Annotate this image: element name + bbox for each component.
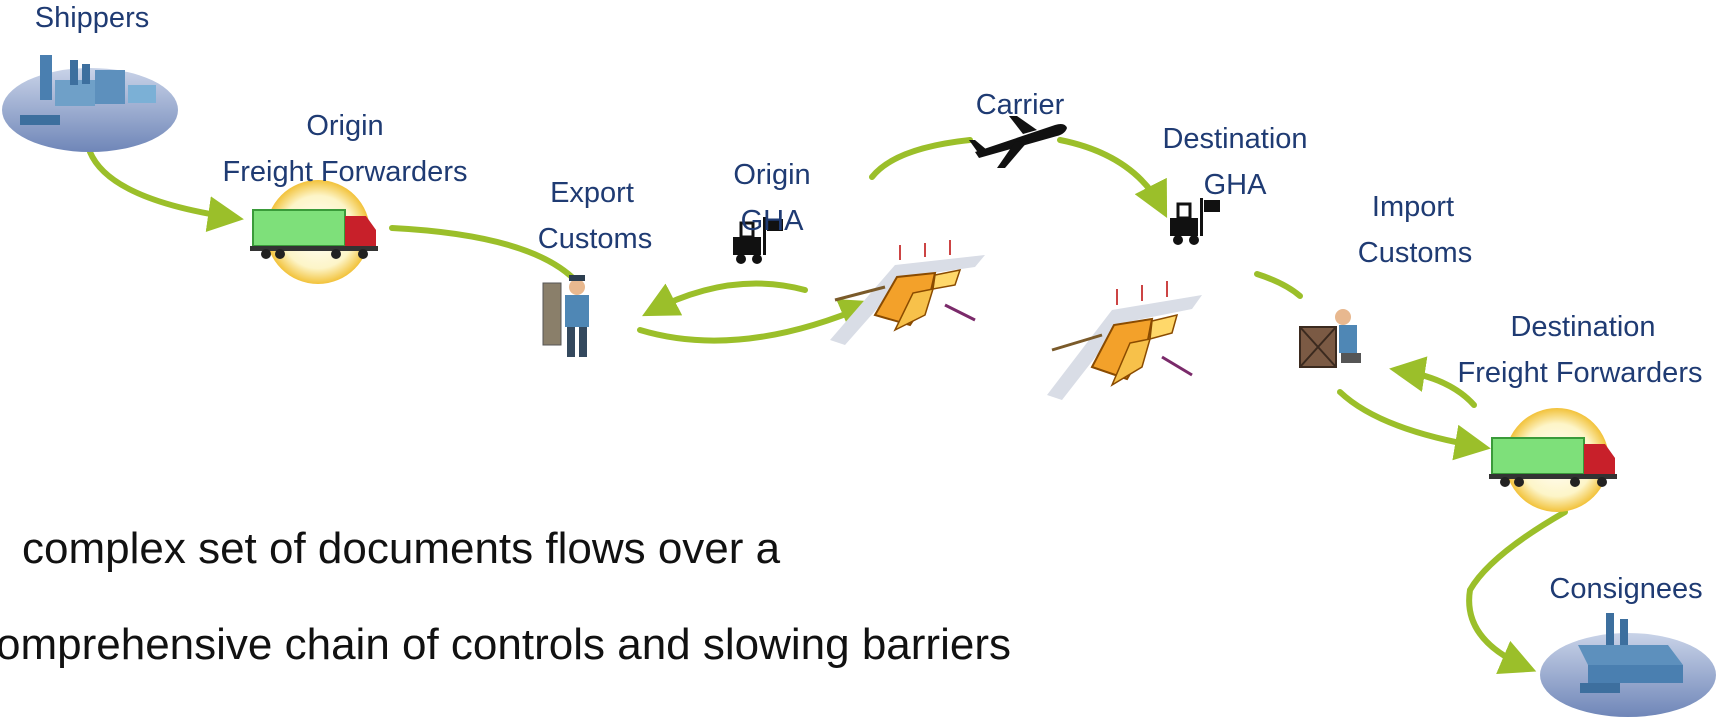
arrow-origin-ff-to-export-customs xyxy=(389,225,578,283)
destination-gha-label-line2: GHA xyxy=(1204,169,1268,201)
consignees-factory-icon xyxy=(1540,613,1716,717)
import-customs-label-line2: Customs xyxy=(1358,237,1472,269)
export-customs-label-line1: Export xyxy=(550,177,634,209)
arrow-import-customs-to-destination-ff xyxy=(1337,389,1491,461)
forklift-icon xyxy=(733,217,783,264)
arrow-shippers-to-origin-ff xyxy=(87,149,244,232)
arrow-origin-gha-to-carrier xyxy=(869,137,973,180)
truck-icon-destination xyxy=(1489,408,1617,512)
arrow-destination-ff-to-consignees xyxy=(1466,509,1568,675)
arrow-carrier-to-destination-gha xyxy=(1057,137,1168,219)
origin-ff-label-line2: Freight Forwarders xyxy=(223,156,468,188)
customs-inspector-icon xyxy=(1299,309,1361,368)
forklift-icon-destination xyxy=(1170,198,1220,245)
consignees-label: Consignees xyxy=(1549,573,1702,605)
shippers-label: Shippers xyxy=(35,2,149,34)
arrow-destination-gha-to-import-customs xyxy=(1254,271,1303,299)
caption-line2: omprehensive chain of controls and slowi… xyxy=(0,620,1011,669)
arrow-origin-gha-to-export-customs xyxy=(642,280,808,317)
truck-icon xyxy=(250,180,378,284)
customs-officer-icon xyxy=(542,275,589,357)
import-customs-label-line1: Import xyxy=(1372,191,1454,223)
flow-arrows xyxy=(87,137,1568,675)
destination-ff-label-line2: Freight Forwarders xyxy=(1458,357,1703,389)
factory-icon xyxy=(2,55,178,152)
caption-line1: complex set of documents flows over a xyxy=(22,524,781,573)
airport-terminal-icon xyxy=(830,240,985,345)
origin-ff-label-line1: Origin xyxy=(306,110,383,142)
arrow-export-customs-to-origin-gha xyxy=(637,299,877,344)
carrier-label: Carrier xyxy=(976,89,1065,121)
destination-ff-label-line1: Destination xyxy=(1510,311,1655,343)
destination-gha-label-line1: Destination xyxy=(1162,123,1307,155)
airplane-icon xyxy=(969,116,1067,168)
origin-gha-label-line2: GHA xyxy=(741,205,805,237)
airport-terminal-icon-destination xyxy=(1047,281,1202,400)
arrow-destination-ff-to-import-customs xyxy=(1389,356,1477,408)
export-customs-label-line2: Customs xyxy=(538,223,652,255)
origin-gha-label-line1: Origin xyxy=(733,159,810,191)
